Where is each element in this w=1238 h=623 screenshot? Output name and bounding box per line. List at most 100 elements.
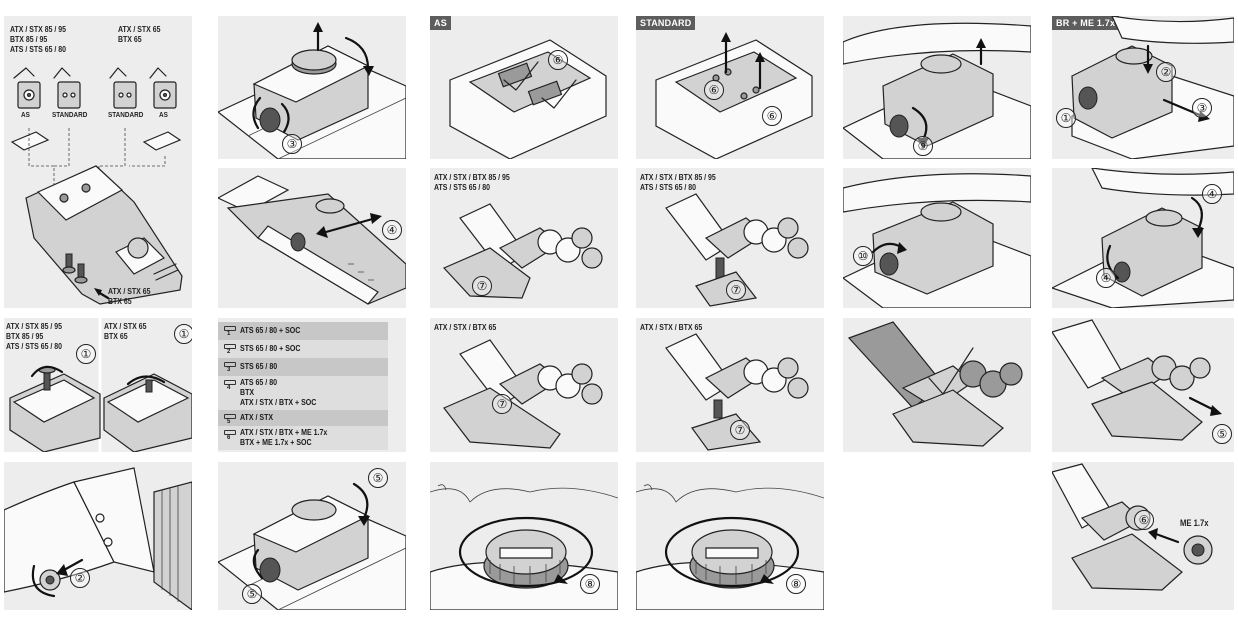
legend-text: ATX / STX / BTX + ME 1.7x BTX + ME 1.7x … <box>240 428 328 447</box>
step-badge: ② <box>1156 62 1176 82</box>
panel-step-2-thread: ② <box>4 462 192 610</box>
legend-row-2: 2 STS 65 / 80 + SOC <box>218 340 388 358</box>
tag-as: AS <box>430 16 451 30</box>
panel-attach-85-95: ATX / STX / BTX 85 / 95 ATS / STS 65 / 8… <box>430 168 618 308</box>
knob-release-illustration <box>218 482 406 610</box>
step-badge: ⑦ <box>726 280 746 300</box>
caption-models-85-95: ATX / STX 85 / 95 BTX 85 / 95 ATS / STS … <box>6 321 63 351</box>
step-badge: ① <box>76 344 96 364</box>
label-plate-standard-left: STANDARD <box>52 110 88 119</box>
caption-models-65: ATX / STX 65 BTX 65 <box>104 321 147 341</box>
callout-models-65: ATX / STX 65 BTX 65 <box>108 286 151 306</box>
mounted-check-illustration <box>847 321 1023 447</box>
legend-row-6: 6 ATX / STX / BTX + ME 1.7x BTX + ME 1.7… <box>218 426 388 450</box>
panel-step-9-knob: ⑨ <box>843 16 1031 159</box>
legend-text: ATS 65 / 80 + SOC <box>240 326 301 335</box>
panel-as-plate: AS ⑥ <box>430 16 618 159</box>
step-badge: ⑧ <box>580 574 600 594</box>
rail-slide-illustration <box>218 175 406 305</box>
plate-icon: 2 <box>218 340 240 358</box>
br-me-illustration <box>1071 16 1234 159</box>
panel-step-6-extender: ⑥ ME 1.7x <box>1052 462 1234 610</box>
panel-step-3-knob: ③ <box>218 16 406 159</box>
step-badge: ⑥ <box>548 50 568 70</box>
tag-standard: STANDARD <box>636 16 696 30</box>
plate-as-left <box>17 81 41 109</box>
plate-icon: 5 <box>218 410 240 426</box>
plate-standard-left <box>57 81 81 109</box>
step-badge: ① <box>174 324 192 344</box>
step-badge: ⑩ <box>853 246 873 266</box>
knob-lock-illustration <box>843 173 1031 308</box>
legend-text: STS 65 / 80 <box>240 362 278 371</box>
panel-step-4-slide: ④ <box>218 168 406 308</box>
panel-step-8-dial-alt: ⑧ <box>636 462 824 610</box>
caption-models: ATX / STX / BTX 85 / 95 ATS / STS 65 / 8… <box>640 172 716 192</box>
screw-mount-illustration <box>9 318 192 452</box>
step-badge: ⑤ <box>1212 424 1232 444</box>
plate-icon: 4 <box>218 376 240 410</box>
thread-illustration <box>4 467 192 610</box>
legend-text: STS 65 / 80 + SOC <box>240 344 301 353</box>
panel-plate-overview: ATX / STX 85 / 95 BTX 85 / 95 ATS / STS … <box>4 16 192 308</box>
legend-row-1: 1 ATS 65 / 80 + SOC <box>218 322 388 340</box>
standard-plate-illustration <box>655 32 813 159</box>
dial-rotate-illustration <box>636 484 824 610</box>
step-badge: ⑥ <box>762 106 782 126</box>
scope-attach-illustration <box>442 203 603 299</box>
plate-icon: 1 <box>218 322 240 340</box>
legend-text: ATX / STX <box>240 413 274 422</box>
plate-standard-right <box>113 81 137 109</box>
step-badge: ⑥ <box>704 80 724 100</box>
plate-icon: 6 <box>218 426 240 450</box>
caption-models-65: ATX / STX 65 BTX 65 <box>118 24 161 44</box>
caption-models: ATX / STX / BTX 85 / 95 ATS / STS 65 / 8… <box>434 172 510 192</box>
knob-tighten-illustration <box>843 22 1031 159</box>
panel-step-10-knob: ⑩ <box>843 168 1031 308</box>
legend-row-3: 3 STS 65 / 80 <box>218 358 388 376</box>
panel-attach-65-alt: ATX / STX / BTX 65 ⑦ <box>636 318 824 452</box>
step-badge: ⑦ <box>492 394 512 414</box>
panel-step-8-dial: ⑧ <box>430 462 618 610</box>
panel-step-4-double: ④ ④ <box>1052 168 1234 308</box>
panel-mounted-check <box>843 318 1031 452</box>
panel-step-5-remove: ⑤ <box>1052 318 1234 452</box>
panel-attach-85-95-alt: ATX / STX / BTX 85 / 95 ATS / STS 65 / 8… <box>636 168 824 308</box>
remove-illustration <box>1052 319 1222 441</box>
panel-attach-65: ATX / STX / BTX 65 ⑦ <box>430 318 618 452</box>
scope-attach-illustration <box>443 339 603 449</box>
step-badge: ⑦ <box>472 276 492 296</box>
step-badge: ④ <box>1096 268 1116 288</box>
label-plate-standard-right: STANDARD <box>108 110 144 119</box>
knob-rotate-illustration <box>218 22 406 159</box>
panel-step-5-knobs: ⑤ ⑤ <box>218 462 406 610</box>
dial-rotate-illustration <box>430 484 618 610</box>
caption-models: ATX / STX / BTX 65 <box>434 322 497 332</box>
as-plate-illustration <box>449 39 607 159</box>
legend-row-5: 5 ATX / STX <box>218 410 388 426</box>
step-badge: ② <box>70 568 90 588</box>
legend-text: ATS 65 / 80 BTX ATX / STX / BTX + SOC <box>240 378 317 407</box>
step-badge: ④ <box>1202 184 1222 204</box>
label-plate-as-left: AS <box>21 110 30 119</box>
panel-legend: 1 ATS 65 / 80 + SOC 2 STS 65 / 80 + SOC … <box>218 318 406 452</box>
panel-screw-mount: ATX / STX 85 / 95 BTX 85 / 95 ATS / STS … <box>4 318 192 452</box>
panel-br-me: BR + ME 1.7x ① ② ③ <box>1052 16 1234 159</box>
step-badge: ⑤ <box>368 468 388 488</box>
step-badge: ④ <box>382 220 402 240</box>
tag-br-me: BR + ME 1.7x <box>1052 16 1120 30</box>
legend-row-4: 4 ATS 65 / 80 BTX ATX / STX / BTX + SOC <box>218 376 388 410</box>
step-badge: ① <box>1056 108 1076 128</box>
plate-as-right <box>153 81 177 109</box>
step-badge: ③ <box>282 134 302 154</box>
step-badge: ⑦ <box>730 420 750 440</box>
label-me-extender: ME 1.7x <box>1180 518 1209 528</box>
plate-overview-illustration <box>10 67 183 305</box>
extender-illustration <box>1052 463 1213 591</box>
step-badge: ⑥ <box>1134 510 1154 530</box>
caption-models: ATX / STX / BTX 65 <box>640 322 703 332</box>
panel-standard-plate: STANDARD ⑥ ⑥ <box>636 16 824 159</box>
plate-icon: 3 <box>218 358 240 376</box>
step-badge: ⑧ <box>786 574 806 594</box>
knob-double-illustration <box>1052 168 1234 308</box>
